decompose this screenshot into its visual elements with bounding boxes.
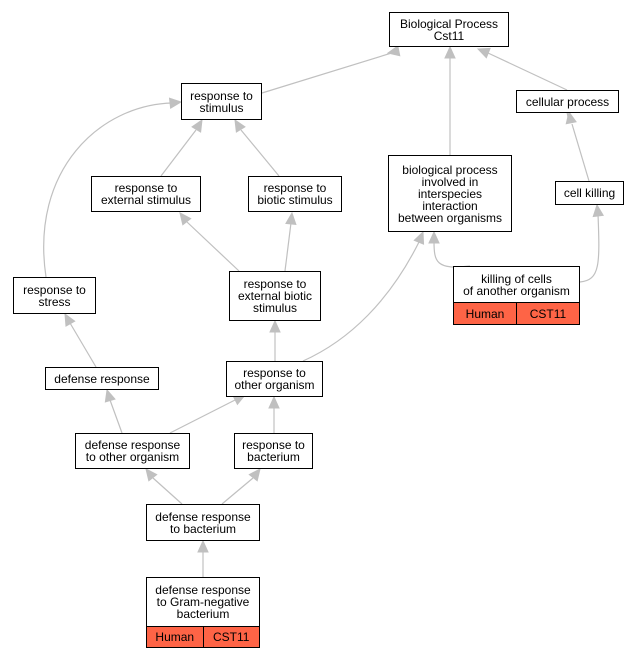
arrowhead-9 (269, 319, 281, 333)
node-response-to-stress[interactable]: response to stress (13, 277, 96, 314)
edge-6 (284, 222, 292, 272)
node-response-to-bacterium[interactable]: response to bacterium (234, 433, 313, 469)
node-biological-process[interactable]: Biological Process Cst11 (389, 12, 509, 47)
node-defense-response[interactable]: defense response (45, 367, 159, 390)
arrowhead-12 (592, 203, 605, 218)
edge-1 (487, 52, 568, 91)
edge-5 (186, 221, 240, 272)
edge-12 (579, 213, 600, 283)
node-defense-response-gram-negative[interactable]: defense response to Gram-negative bacter… (146, 577, 260, 627)
node-cell-killing[interactable]: cell killing (555, 181, 624, 205)
node-response-to-external-biotic-stimulus[interactable]: response to external biotic stimulus (229, 271, 321, 321)
arrowhead-4 (234, 118, 246, 133)
arrowhead-2 (444, 45, 456, 59)
node-defense-response-to-other-organism[interactable]: defense response to other organism (75, 433, 190, 469)
node-response-to-other-organism[interactable]: response to other organism (226, 361, 323, 397)
edge-14 (571, 123, 590, 182)
arrowhead-13 (565, 110, 577, 125)
edge-18 (152, 477, 183, 505)
gene-label: CST11 (516, 303, 579, 324)
edge-0 (261, 50, 399, 94)
arrowhead-5 (179, 212, 192, 226)
arrowhead-3 (191, 118, 203, 133)
node-response-to-stimulus[interactable]: response to stimulus (181, 83, 262, 120)
node-response-to-external-stimulus[interactable]: response to external stimulus (91, 176, 201, 212)
arrowhead-18 (268, 395, 280, 409)
arrowhead-8 (64, 312, 76, 327)
edge-4 (240, 129, 280, 177)
arrowhead-0 (386, 45, 401, 57)
arrowhead-14 (145, 468, 158, 482)
edge-15 (109, 399, 123, 434)
edge-11 (433, 240, 471, 268)
node-defense-response-to-bacterium[interactable]: defense response to bacterium (146, 504, 260, 541)
edge-8 (69, 322, 97, 368)
arrowhead-7 (168, 97, 183, 110)
arrowhead-16 (104, 388, 116, 403)
arrowhead-19 (197, 539, 209, 553)
arrowhead-15 (248, 468, 261, 482)
arrowhead-10 (413, 230, 425, 245)
node-response-to-biotic-stimulus[interactable]: response to biotic stimulus (248, 176, 342, 212)
node-interspecies-interaction[interactable]: biological process involved in interspec… (388, 155, 512, 232)
edge-19 (221, 477, 254, 505)
arrowhead-1 (476, 47, 491, 59)
edge-3 (160, 129, 197, 177)
annotation-gram-negative: Human CST11 (146, 626, 260, 648)
species-label: Human (465, 306, 505, 321)
annotation-killing: Human CST11 (453, 302, 580, 325)
gene-label: CST11 (202, 627, 260, 647)
node-cellular-process[interactable]: cellular process (516, 90, 619, 113)
edge-10 (302, 241, 420, 362)
arrowhead-6 (285, 211, 297, 226)
node-killing-of-cells[interactable]: killing of cells of another organism (453, 266, 580, 303)
edge-16 (169, 398, 238, 434)
arrowhead-11 (428, 230, 440, 244)
species-label: Human (155, 630, 195, 644)
edge-7 (43, 102, 173, 278)
